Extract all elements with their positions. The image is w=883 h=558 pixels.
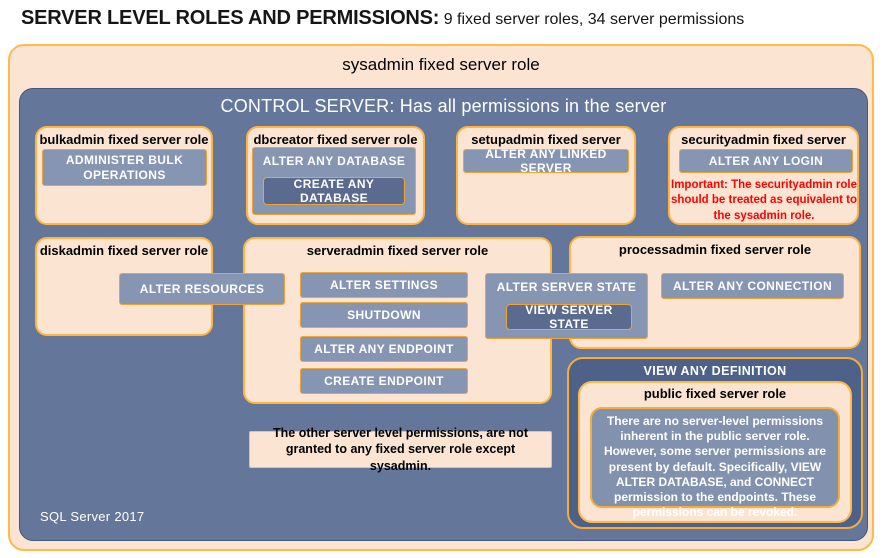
permission-administer-bulk-operations: ADMINISTER BULK OPERATIONS bbox=[42, 149, 207, 186]
permission-view-any-definition: VIEW ANY DEFINITION bbox=[643, 364, 787, 378]
permission-alter-server-state: ALTER SERVER STATE VIEW SERVER STATE bbox=[485, 273, 648, 339]
control-server-box: CONTROL SERVER: Has all permissions in t… bbox=[19, 88, 868, 541]
permission-shutdown: SHUTDOWN bbox=[300, 302, 468, 328]
page-title-text: SERVER LEVEL ROLES AND PERMISSIONS: bbox=[21, 7, 440, 29]
sysadmin-role-label: sysadmin fixed server role bbox=[342, 55, 540, 74]
dbcreator-role-title: dbcreator fixed server role bbox=[253, 132, 418, 147]
permission-alter-resources: ALTER RESOURCES bbox=[119, 273, 285, 305]
permission-alter-any-linked-server: ALTER ANY LINKED SERVER bbox=[463, 147, 629, 175]
permission-create-any-database: CREATE ANY DATABASE bbox=[263, 177, 405, 205]
diskadmin-role-title: diskadmin fixed server role bbox=[39, 243, 209, 258]
other-permissions-note: The other server level permissions, are … bbox=[249, 426, 552, 473]
public-role-description: There are no server-level permissions in… bbox=[590, 407, 840, 519]
serveradmin-role-title: serveradmin fixed server role bbox=[306, 243, 489, 258]
permission-view-server-state: VIEW SERVER STATE bbox=[506, 303, 632, 331]
permission-alter-any-connection: ALTER ANY CONNECTION bbox=[661, 273, 844, 299]
page-title: SERVER LEVEL ROLES AND PERMISSIONS: 9 fi… bbox=[21, 7, 744, 30]
sql-server-version-label: SQL Server 2017 bbox=[40, 509, 145, 524]
processadmin-role-title: processadmin fixed server role bbox=[618, 242, 812, 257]
securityadmin-warning-text: Important: The securityadmin role should… bbox=[671, 179, 857, 222]
bulkadmin-role-title: bulkadmin fixed server role bbox=[39, 132, 209, 147]
page-subtitle: 9 fixed server roles, 34 server permissi… bbox=[439, 11, 745, 28]
sysadmin-role-box: sysadmin fixed server role CONTROL SERVE… bbox=[8, 44, 874, 551]
permission-alter-any-database: ALTER ANY DATABASE CREATE ANY DATABASE bbox=[252, 147, 416, 215]
permission-alter-any-login: ALTER ANY LOGIN bbox=[679, 149, 853, 173]
permission-alter-server-state-label: ALTER SERVER STATE bbox=[496, 280, 637, 294]
public-role-title: public fixed server role bbox=[643, 386, 787, 401]
permission-create-endpoint: CREATE ENDPOINT bbox=[300, 368, 468, 394]
control-server-label: CONTROL SERVER: Has all permissions in t… bbox=[220, 96, 667, 116]
permission-alter-any-database-label: ALTER ANY DATABASE bbox=[262, 154, 406, 168]
view-any-definition-box: VIEW ANY DEFINITION public fixed server … bbox=[567, 357, 863, 529]
public-role-box: public fixed server role There are no se… bbox=[578, 381, 852, 523]
permission-alter-any-endpoint: ALTER ANY ENDPOINT bbox=[300, 336, 468, 362]
setupadmin-role-box: setupadmin fixed server role bbox=[456, 126, 636, 225]
permission-alter-settings: ALTER SETTINGS bbox=[300, 272, 468, 298]
